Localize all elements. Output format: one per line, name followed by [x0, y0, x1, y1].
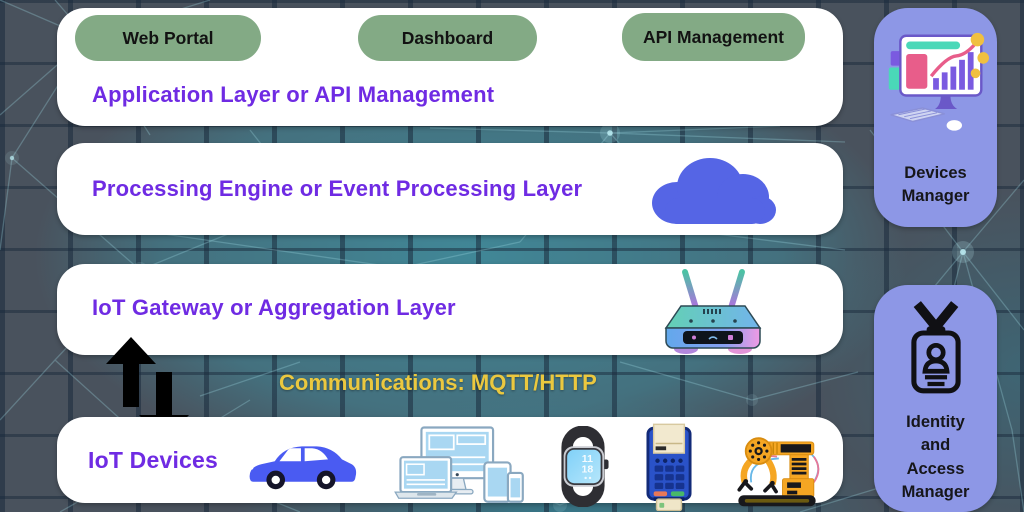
car-icon	[247, 446, 357, 490]
dashboard-label: Dashboard	[401, 27, 494, 48]
arrow-up-icon	[106, 337, 156, 407]
dashboard-button: Dashboard	[358, 15, 537, 61]
identity-access-manager-label: Identity and Access Manager	[901, 413, 970, 502]
computer-devices-icon	[394, 426, 524, 503]
iot-devices-box: IoT Devices	[57, 417, 843, 511]
devices-manager-panel: Devices Manager	[874, 8, 997, 227]
processing-layer-box: Processing Engine or Event Processing La…	[57, 143, 843, 235]
api-management-label: API Management	[643, 26, 784, 47]
api-management-button: API Management	[622, 13, 805, 61]
application-layer-title: Application Layer or API Management	[92, 82, 495, 107]
iot-devices-title: IoT Devices	[88, 447, 219, 473]
identity-access-manager-panel: Identity and Access Manager	[874, 285, 997, 512]
pos-terminal-icon	[646, 423, 692, 511]
devices-manager-label: Devices Manager	[901, 164, 970, 206]
cloud-icon	[652, 158, 776, 224]
communications-label: Communications: MQTT/HTTP	[279, 370, 597, 395]
id-badge-icon	[910, 301, 961, 394]
web-portal-button: Web Portal	[75, 15, 261, 61]
robot-arm-icon	[737, 437, 820, 507]
application-layer-box: Web Portal Dashboard API Management Appl…	[57, 8, 843, 126]
processing-layer-title: Processing Engine or Event Processing La…	[92, 176, 583, 201]
smartwatch-icon: 11 18	[561, 426, 609, 507]
wifi-router-icon	[664, 269, 762, 354]
gateway-layer-title: IoT Gateway or Aggregation Layer	[92, 295, 456, 320]
monitor-analytics-icon	[888, 32, 989, 131]
watch-time-minute: 18	[582, 464, 594, 476]
gateway-layer-box: IoT Gateway or Aggregation Layer	[57, 264, 843, 355]
web-portal-label: Web Portal	[122, 27, 214, 48]
watch-time-hour: 11	[582, 453, 593, 465]
